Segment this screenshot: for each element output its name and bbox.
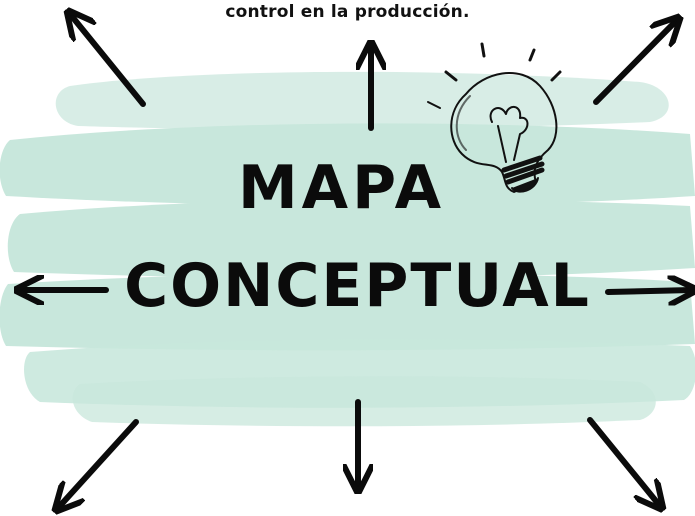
top-caption-text: control en la producción. xyxy=(225,2,470,22)
arrow-top-left xyxy=(70,14,146,107)
arrow-bottom-left xyxy=(58,419,139,508)
arrow-bottom-right xyxy=(587,417,660,506)
title-line-1: MAPA xyxy=(237,153,446,223)
arrow-right xyxy=(605,290,695,292)
title-line-2: CONCEPTUAL xyxy=(124,251,591,321)
arrow-top-right xyxy=(593,20,677,105)
brush-strokes-background xyxy=(0,71,695,427)
concept-arrows xyxy=(20,14,695,508)
lightbulb-icon xyxy=(427,42,562,193)
